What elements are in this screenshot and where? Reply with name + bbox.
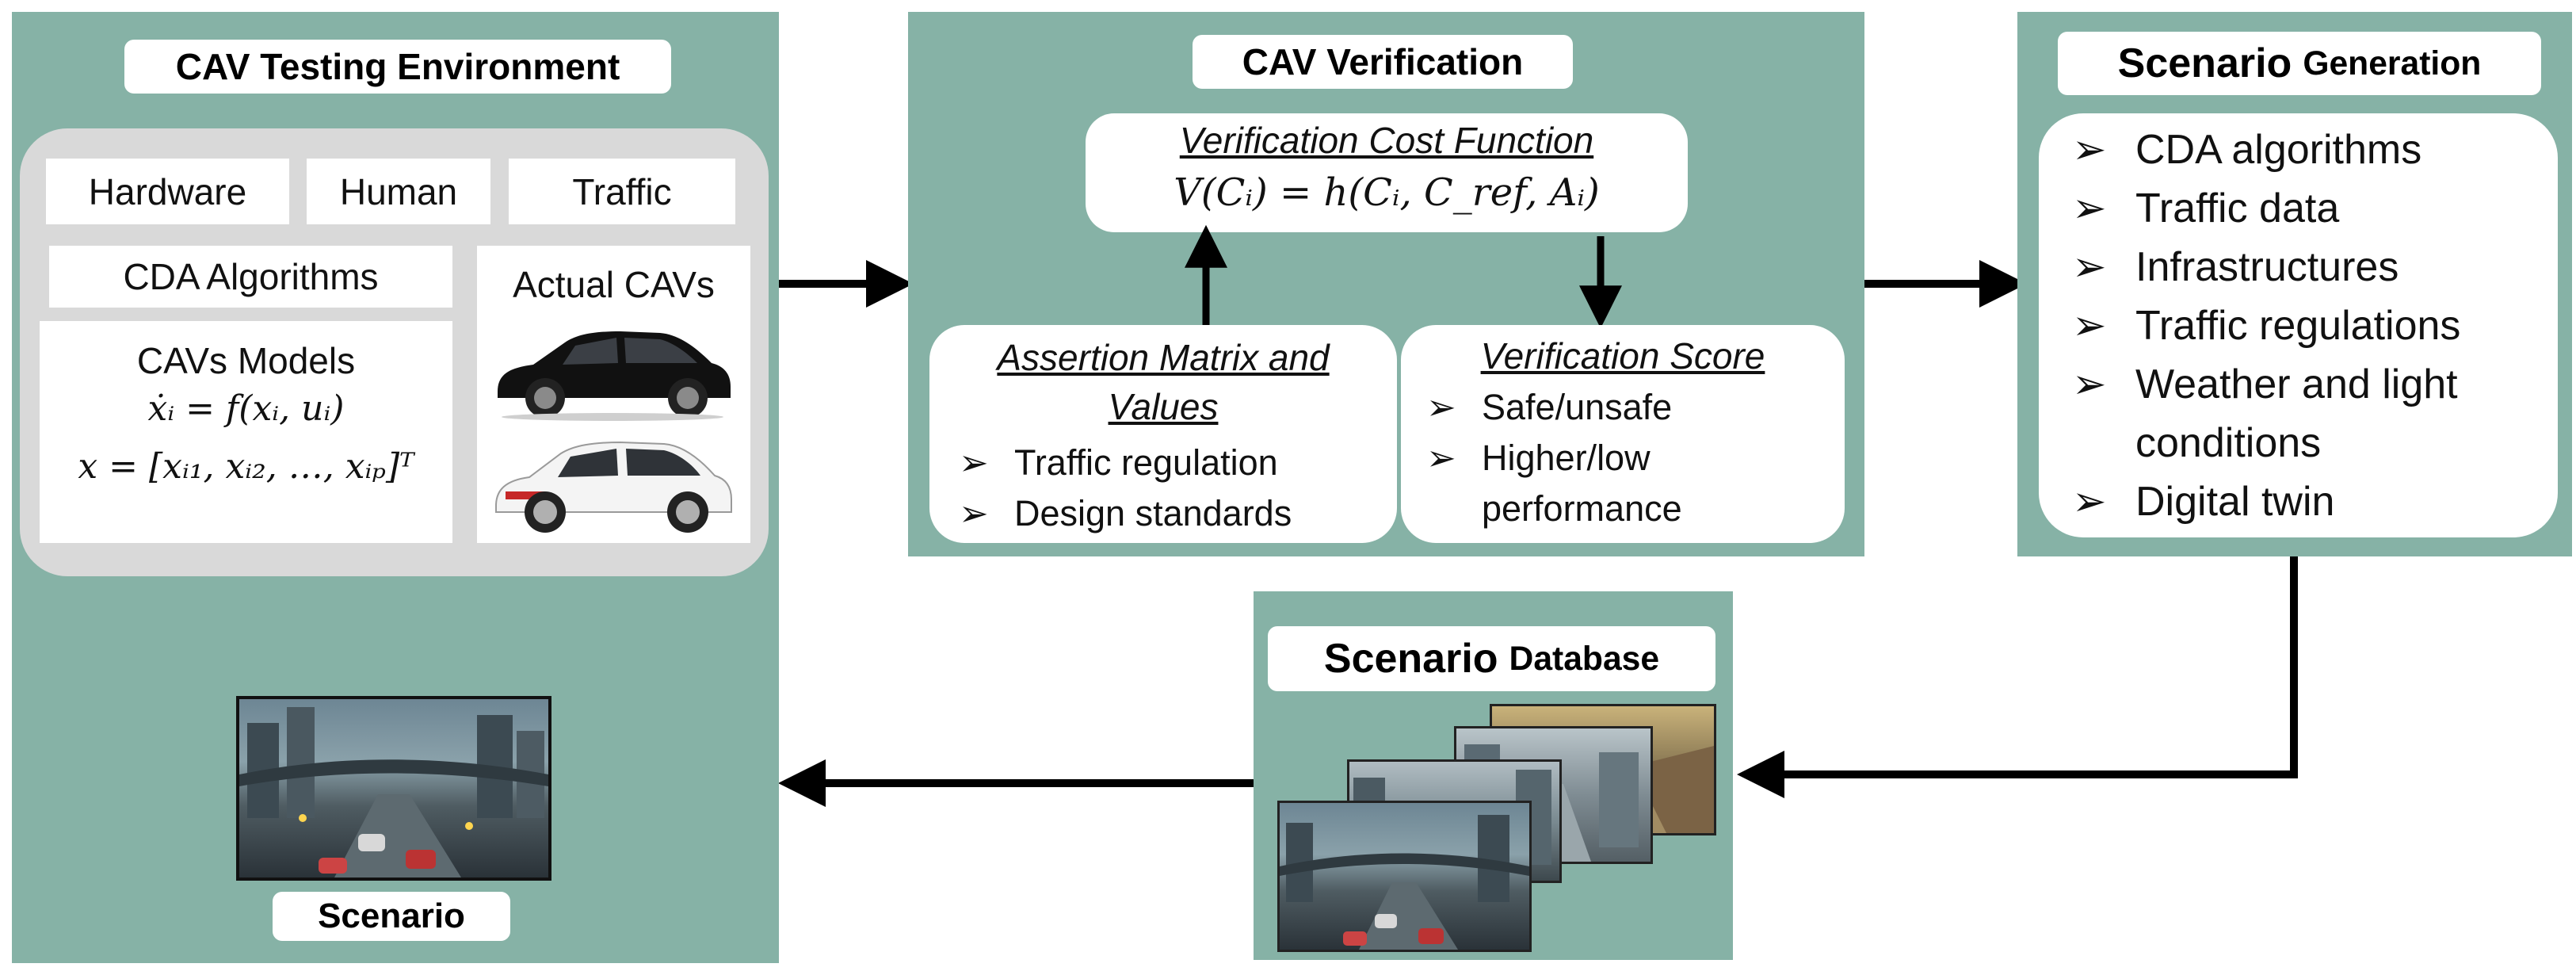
arrowhead-bullet-icon: ➢ [959,442,989,483]
database-title: Scenario Database [1268,626,1715,691]
scenario-label: Scenario [273,892,510,941]
actual-cavs-label: Actual CAVs [513,264,715,305]
assertion-item: ➢Traffic regulation [959,438,1387,488]
score-item: ➢Safe/unsafe [1426,382,1830,433]
verification-title: CAV Verification [1193,35,1573,89]
assertion-matrix-title: Assertion Matrix and Values [997,337,1330,427]
cost-function-equation: V(Cᵢ) = h(Cᵢ, C_ref, Aᵢ) [1174,170,1600,215]
generation-item: ➢CDA algorithms [2072,120,2547,179]
model-equation-dynamics: ẋᵢ = f(xᵢ, uᵢ) [147,388,345,429]
generation-title-small: Generation [2303,44,2482,82]
database-title-small: Database [1509,639,1660,678]
generation-items-list: ➢CDA algorithms ➢Traffic data ➢Infrastru… [2072,120,2547,531]
arrowhead-bullet-icon: ➢ [2072,127,2107,173]
assertion-items-list: ➢Traffic regulation ➢Design standards [959,438,1387,539]
generation-item: ➢Weather and light conditions [2072,355,2547,472]
white-suv-image [495,441,732,533]
cda-algorithms-box: CDA Algorithms [49,246,452,308]
score-items-list: ➢Safe/unsafe ➢Higher/low performance [1426,382,1830,534]
assertion-item: ➢Design standards [959,488,1387,539]
generation-item: ➢Traffic data [2072,179,2547,238]
arrowhead-bullet-icon: ➢ [959,493,989,533]
black-suv-image [498,331,731,421]
generation-title: Scenario Generation [2058,32,2541,95]
arrowhead-bullet-icon: ➢ [2072,185,2107,231]
arrowhead-bullet-icon: ➢ [2072,479,2107,525]
human-box: Human [307,159,490,224]
arrowhead-bullet-icon: ➢ [2072,361,2107,407]
cost-function-title: Verification Cost Function [1179,120,1594,161]
verification-score-title: Verification Score [1480,335,1765,377]
cavs-models-title: CAVs Models [136,340,356,381]
generation-list-box [2039,113,2558,537]
generation-item: ➢Traffic regulations [2072,296,2547,355]
arrow-generation-to-database [1736,555,2298,798]
traffic-box: Traffic [509,159,735,224]
database-thumbnail-1 [1277,801,1532,952]
database-title-main: Scenario [1323,636,1498,682]
cost-function-box [1086,113,1688,232]
assertion-matrix-box [929,325,1397,543]
testing-environment-title: CAV Testing Environment [124,40,671,94]
generation-item: ➢Infrastructures [2072,238,2547,296]
verification-score-box [1401,325,1845,543]
model-equation-state-vector: x = [xᵢ₁, xᵢ₂, …, xᵢₚ]ᵀ [78,446,414,487]
arrowhead-bullet-icon: ➢ [1426,438,1456,478]
arrowhead-bullet-icon: ➢ [2072,244,2107,290]
scenario-image [236,696,551,881]
generation-title-main: Scenario [2117,40,2292,86]
arrowhead-bullet-icon: ➢ [2072,303,2107,349]
generation-item: ➢Digital twin [2072,472,2547,531]
arrowhead-bullet-icon: ➢ [1426,387,1456,427]
cavs-models-box: CAVs Models ẋᵢ = f(xᵢ, uᵢ) x = [xᵢ₁, xᵢ₂… [40,321,452,543]
score-item: ➢Higher/low performance [1426,433,1830,534]
hardware-box: Hardware [46,159,289,224]
